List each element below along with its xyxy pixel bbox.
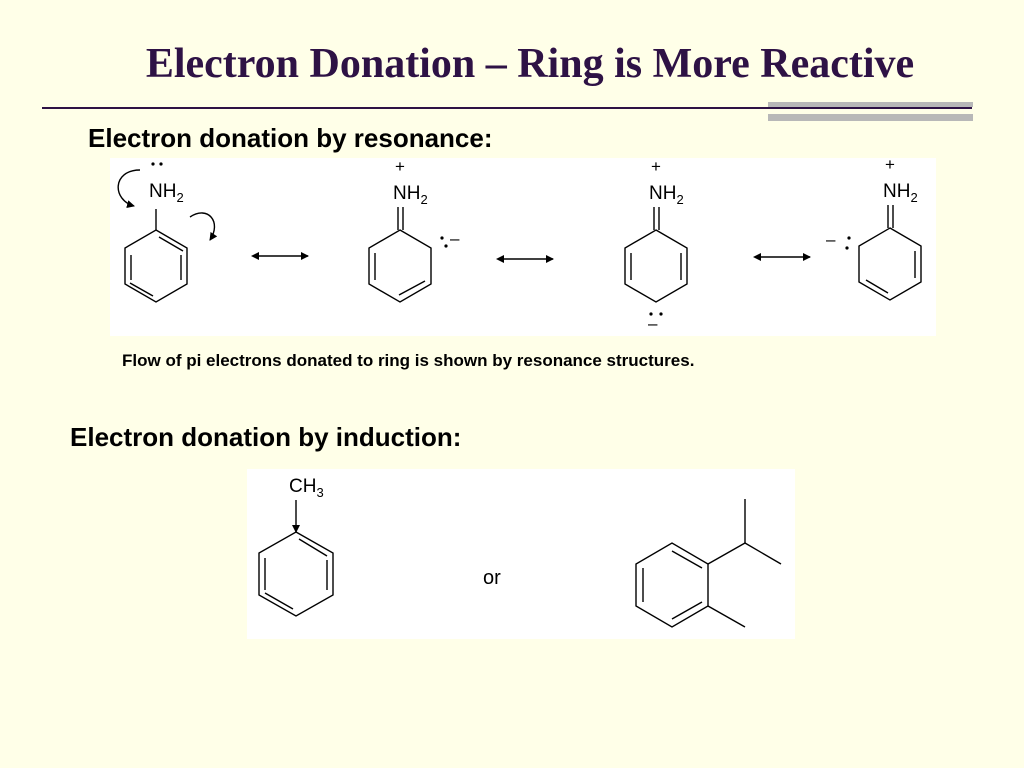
nh-label: NH xyxy=(883,181,910,202)
induction-heading: Electron donation by induction: xyxy=(70,422,462,452)
plus-charge: + xyxy=(885,155,895,174)
ch-label: CH xyxy=(289,476,316,497)
minus-charge: – xyxy=(826,230,836,249)
ortho-carbanion-alt-structure xyxy=(858,205,922,301)
aniline-structure xyxy=(117,169,218,303)
induction-structures-diagram: CH3 or xyxy=(258,476,782,628)
decorative-bar-bottom xyxy=(768,114,973,121)
or-label: or xyxy=(483,567,501,589)
svg-text:NH2: NH2 xyxy=(883,181,918,205)
plus-charge: + xyxy=(651,157,661,176)
ortho-carbanion-structure xyxy=(368,207,432,303)
para-carbanion-structure xyxy=(624,207,688,303)
nh-label: NH xyxy=(393,183,420,204)
minus-charge: – xyxy=(648,314,658,333)
slide-title: Electron Donation – Ring is More Reactiv… xyxy=(145,41,915,87)
svg-text:NH2: NH2 xyxy=(149,181,184,205)
minus-charge: – xyxy=(450,229,460,248)
plus-charge: + xyxy=(395,157,405,176)
induction-structures-panel: CH3 or xyxy=(247,469,795,639)
resonance-structures-panel: NH2 + NH2 – + NH2 – + NH2 – xyxy=(110,155,936,336)
svg-text:NH2: NH2 xyxy=(649,183,684,207)
toluene-structure xyxy=(258,500,334,617)
decorative-bar-top xyxy=(768,102,973,107)
alkylbenzene-structure xyxy=(635,499,782,628)
subscript-2: 2 xyxy=(420,192,427,207)
nh-label: NH xyxy=(649,183,676,204)
resonance-heading: Electron donation by resonance: xyxy=(88,123,493,153)
subscript-2: 2 xyxy=(910,190,917,205)
subscript-2: 2 xyxy=(176,190,183,205)
resonance-structures-diagram: NH2 + NH2 – + NH2 – + NH2 – xyxy=(117,155,922,333)
svg-text:CH3: CH3 xyxy=(289,476,324,500)
title-underline xyxy=(42,107,972,109)
subscript-2: 2 xyxy=(676,192,683,207)
nh-label: NH xyxy=(149,181,176,202)
resonance-caption: Flow of pi electrons donated to ring is … xyxy=(122,351,695,370)
svg-text:NH2: NH2 xyxy=(393,183,428,207)
subscript-3: 3 xyxy=(316,485,323,500)
